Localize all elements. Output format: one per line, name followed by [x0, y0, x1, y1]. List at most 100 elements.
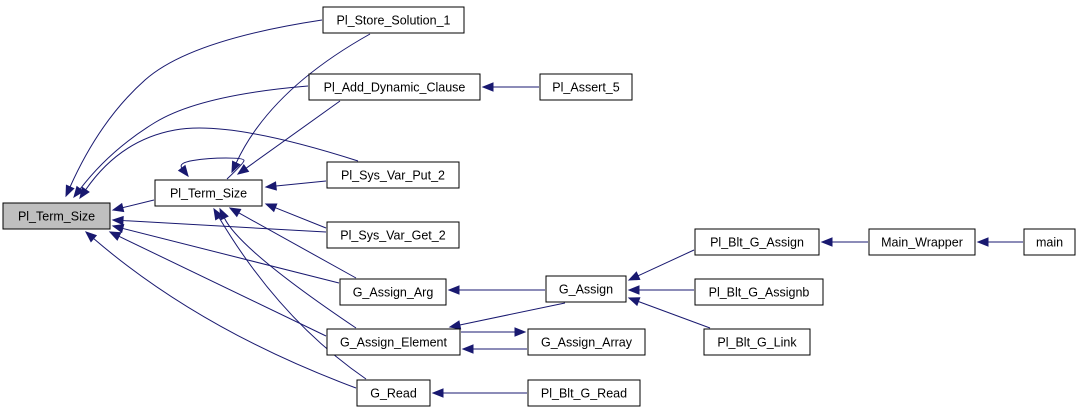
node-box	[539, 73, 633, 101]
node-pl-store-solution-1[interactable]: Pl_Store_Solution_1	[322, 6, 465, 34]
node-box	[527, 379, 641, 407]
arrowhead-icon	[84, 231, 98, 243]
arrowhead-icon	[431, 388, 444, 398]
node-pl-sys-var-get-2[interactable]: Pl_Sys_Var_Get_2	[326, 221, 460, 249]
edge-pl_blt_g_assign-to-g_assign	[627, 249, 695, 281]
node-pl-blt-g-read[interactable]: Pl_Blt_G_Read	[527, 379, 641, 407]
node-box	[326, 221, 460, 249]
edge-g_assign_arg-to-pl_term_size	[228, 207, 357, 279]
node-label: Pl_Blt_G_Read	[541, 387, 627, 401]
edge-line	[459, 302, 566, 326]
arrowhead-icon	[461, 344, 474, 354]
node-label: Pl_Blt_G_Link	[717, 336, 797, 350]
edge-g_assign_arg-to-pl_term_size_root	[111, 223, 340, 284]
node-box	[868, 228, 976, 256]
edge-line	[235, 33, 371, 164]
node-box	[694, 278, 824, 306]
edge-line	[238, 212, 357, 279]
node-label: Pl_Add_Dynamic_Clause	[324, 81, 466, 95]
edge-pl_add_dynamic_clause-to-pl_term_size_root	[73, 85, 309, 199]
edge-g_read-to-pl_term_size_root	[84, 231, 357, 389]
node-label: Pl_Sys_Var_Get_2	[340, 229, 445, 243]
edge-line	[85, 127, 359, 191]
arrowhead-icon	[514, 327, 527, 337]
node-label: main	[1036, 236, 1063, 250]
edge-line	[180, 157, 245, 180]
node-label: Pl_Term_Size	[170, 187, 247, 201]
node-pl-assert-5[interactable]: Pl_Assert_5	[539, 73, 633, 101]
node-label: Pl_Term_Size	[18, 210, 95, 224]
edge-g_assign_element-to-g_assign_array	[461, 327, 527, 337]
node-label: Pl_Store_Solution_1	[337, 14, 451, 28]
edge-g_assign-to-g_assign_element	[448, 302, 566, 330]
edge-main-to-main_wrapper	[976, 237, 1023, 247]
edge-line	[118, 235, 327, 337]
edge-pl_sys_var_get_2-to-pl_term_size	[264, 203, 327, 229]
arrowhead-icon	[264, 203, 278, 213]
node-box	[356, 379, 431, 407]
edge-pl_assert_5-to-pl_add_dynamic_clause	[481, 82, 539, 92]
edge-pl_add_dynamic_clause-to-pl_term_size	[236, 100, 341, 175]
arrowhead-icon	[79, 186, 90, 200]
edge-pl_blt_g_link-to-g_assign	[627, 297, 711, 329]
node-main-wrapper[interactable]: Main_Wrapper	[868, 228, 976, 256]
node-box	[703, 328, 811, 356]
node-pl-blt-g-link[interactable]: Pl_Blt_G_Link	[703, 328, 811, 356]
node-box	[322, 6, 465, 34]
arrowhead-icon	[976, 237, 989, 247]
node-label: Pl_Blt_G_Assignb	[709, 286, 810, 300]
node-g-read[interactable]: G_Read	[356, 379, 431, 407]
arrowhead-icon	[264, 181, 277, 191]
node-pl-blt-g-assign[interactable]: Pl_Blt_G_Assign	[694, 228, 820, 256]
node-main[interactable]: main	[1023, 228, 1076, 256]
node-box	[1023, 228, 1076, 256]
edge-main_wrapper-to-pl_blt_g_assign	[820, 237, 868, 247]
edge-line	[79, 85, 309, 190]
edge-line	[122, 227, 340, 284]
edge-g_assign_array-to-g_assign_element	[461, 344, 527, 354]
node-label: Pl_Blt_G_Assign	[710, 236, 804, 250]
node-label: Pl_Assert_5	[552, 81, 619, 95]
edge-line	[638, 301, 711, 329]
node-box	[2, 202, 111, 230]
node-box	[339, 278, 447, 306]
edge-pl_term_size-to-pl_term_size_root	[111, 199, 155, 213]
edge-line	[93, 238, 357, 389]
arrowhead-icon	[448, 320, 462, 330]
node-box	[694, 228, 820, 256]
node-g-assign-array[interactable]: G_Assign_Array	[527, 328, 646, 356]
node-g-assign-arg[interactable]: G_Assign_Arg	[339, 278, 447, 306]
edge-line	[69, 19, 323, 188]
edge-pl_sys_var_put_2-to-pl_term_size	[264, 180, 327, 191]
edge-line	[122, 199, 155, 209]
node-g-assign-element[interactable]: G_Assign_Element	[326, 328, 461, 356]
node-box	[326, 328, 461, 356]
arrowhead-icon	[177, 164, 189, 178]
edge-line	[275, 180, 327, 187]
arrowhead-icon	[481, 82, 494, 92]
node-pl-sys-var-put-2[interactable]: Pl_Sys_Var_Put_2	[326, 161, 460, 189]
edge-g_assign_element-to-pl_term_size_root	[108, 231, 327, 337]
arrowhead-icon	[108, 231, 122, 241]
edge-pl_blt_g_assignb-to-g_assign	[627, 285, 694, 295]
edge-layer	[65, 19, 1023, 398]
edge-pl_store_solution_1-to-pl_term_size_root	[65, 19, 323, 198]
edge-line	[275, 207, 327, 229]
node-box	[527, 328, 646, 356]
arrowhead-icon	[447, 285, 460, 295]
node-label: G_Assign	[559, 283, 613, 297]
edge-line	[637, 249, 695, 277]
node-pl-term-size[interactable]: Pl_Term_Size	[154, 179, 263, 207]
node-label: G_Assign_Array	[541, 336, 633, 350]
node-box	[308, 73, 481, 101]
node-pl-term-size-root[interactable]: Pl_Term_Size	[2, 202, 111, 230]
node-pl-add-dynamic-clause[interactable]: Pl_Add_Dynamic_Clause	[308, 73, 481, 101]
arrowhead-icon	[627, 297, 641, 307]
edge-pl_term_size-to-pl_term_size	[177, 157, 245, 180]
node-label: G_Assign_Element	[340, 336, 448, 350]
node-g-assign[interactable]: G_Assign	[545, 275, 627, 303]
node-pl-blt-g-assignb[interactable]: Pl_Blt_G_Assignb	[694, 278, 824, 306]
arrowhead-icon	[213, 207, 224, 221]
edge-line	[218, 217, 367, 380]
